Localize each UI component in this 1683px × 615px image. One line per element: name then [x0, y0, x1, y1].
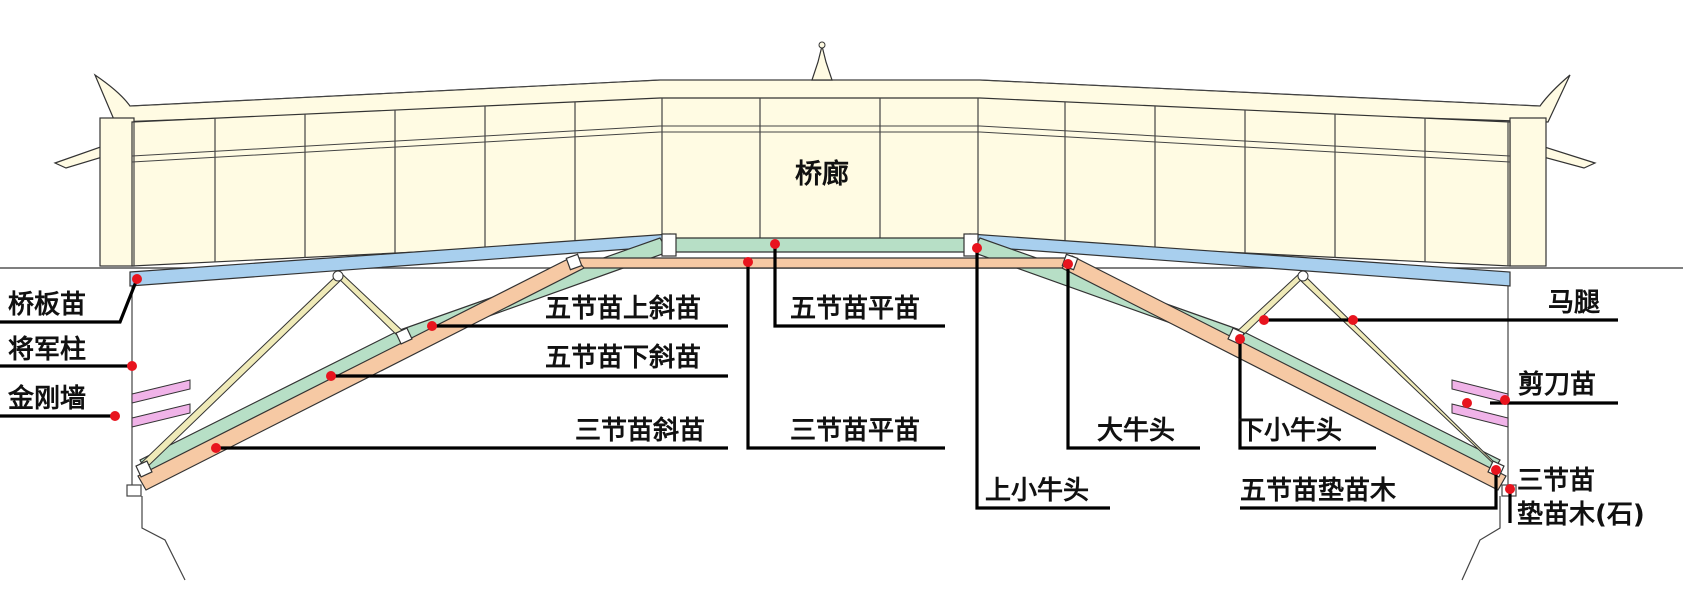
ridge-ornament: [811, 45, 833, 81]
label-jiangjunzhu: 将军柱: [8, 335, 86, 365]
left-abutment: [126, 275, 186, 581]
gallery-posts: [133, 98, 1509, 266]
label-matui: 马腿: [1548, 288, 1600, 318]
label-wujie-ping: 五节苗平苗: [790, 294, 920, 324]
label-qiaobanmiao: 桥板苗: [8, 290, 86, 320]
marker-dots: [110, 239, 1515, 494]
bridge-gallery: 桥廊: [53, 41, 1597, 267]
left-scissor-struts: [131, 379, 191, 428]
five-span-flat-beam: [669, 237, 971, 253]
left-three-span-diagonal: [137, 255, 585, 491]
label-wujie-dianmiaomu: 五节苗垫苗木: [1240, 476, 1396, 506]
right-horse-leg-b: [1231, 272, 1306, 341]
label-xia-xiaoniutou: 下小牛头: [1238, 416, 1342, 446]
label-wujie-xiaxie: 五节苗下斜苗: [545, 343, 701, 373]
gallery-title: 桥廊: [795, 158, 849, 190]
label-sanjie-ping: 三节苗平苗: [790, 416, 920, 446]
label-wujie-shangxie: 五节苗上斜苗: [545, 294, 701, 324]
label-shang-xiaoniutou: 上小牛头: [985, 476, 1089, 506]
label-sanjie-dianmiaomu-line2: 垫苗木(石): [1517, 500, 1645, 530]
label-jiandaomiao: 剪刀苗: [1518, 369, 1596, 400]
label-jingangqiang: 金刚墙: [7, 383, 86, 414]
left-horse-leg-b: [335, 272, 409, 341]
label-sanjie-xie: 三节苗斜苗: [575, 416, 705, 446]
label-da-niutou: 大牛头: [1097, 416, 1175, 446]
gallery-wall: [131, 97, 1511, 267]
label-sanjie-dianmiaomu-line1: 三节苗: [1517, 466, 1595, 496]
left-five-span-lower-strut: [139, 329, 409, 475]
three-span-flat-beam: [575, 257, 1071, 269]
leader-lines: [0, 244, 1618, 523]
